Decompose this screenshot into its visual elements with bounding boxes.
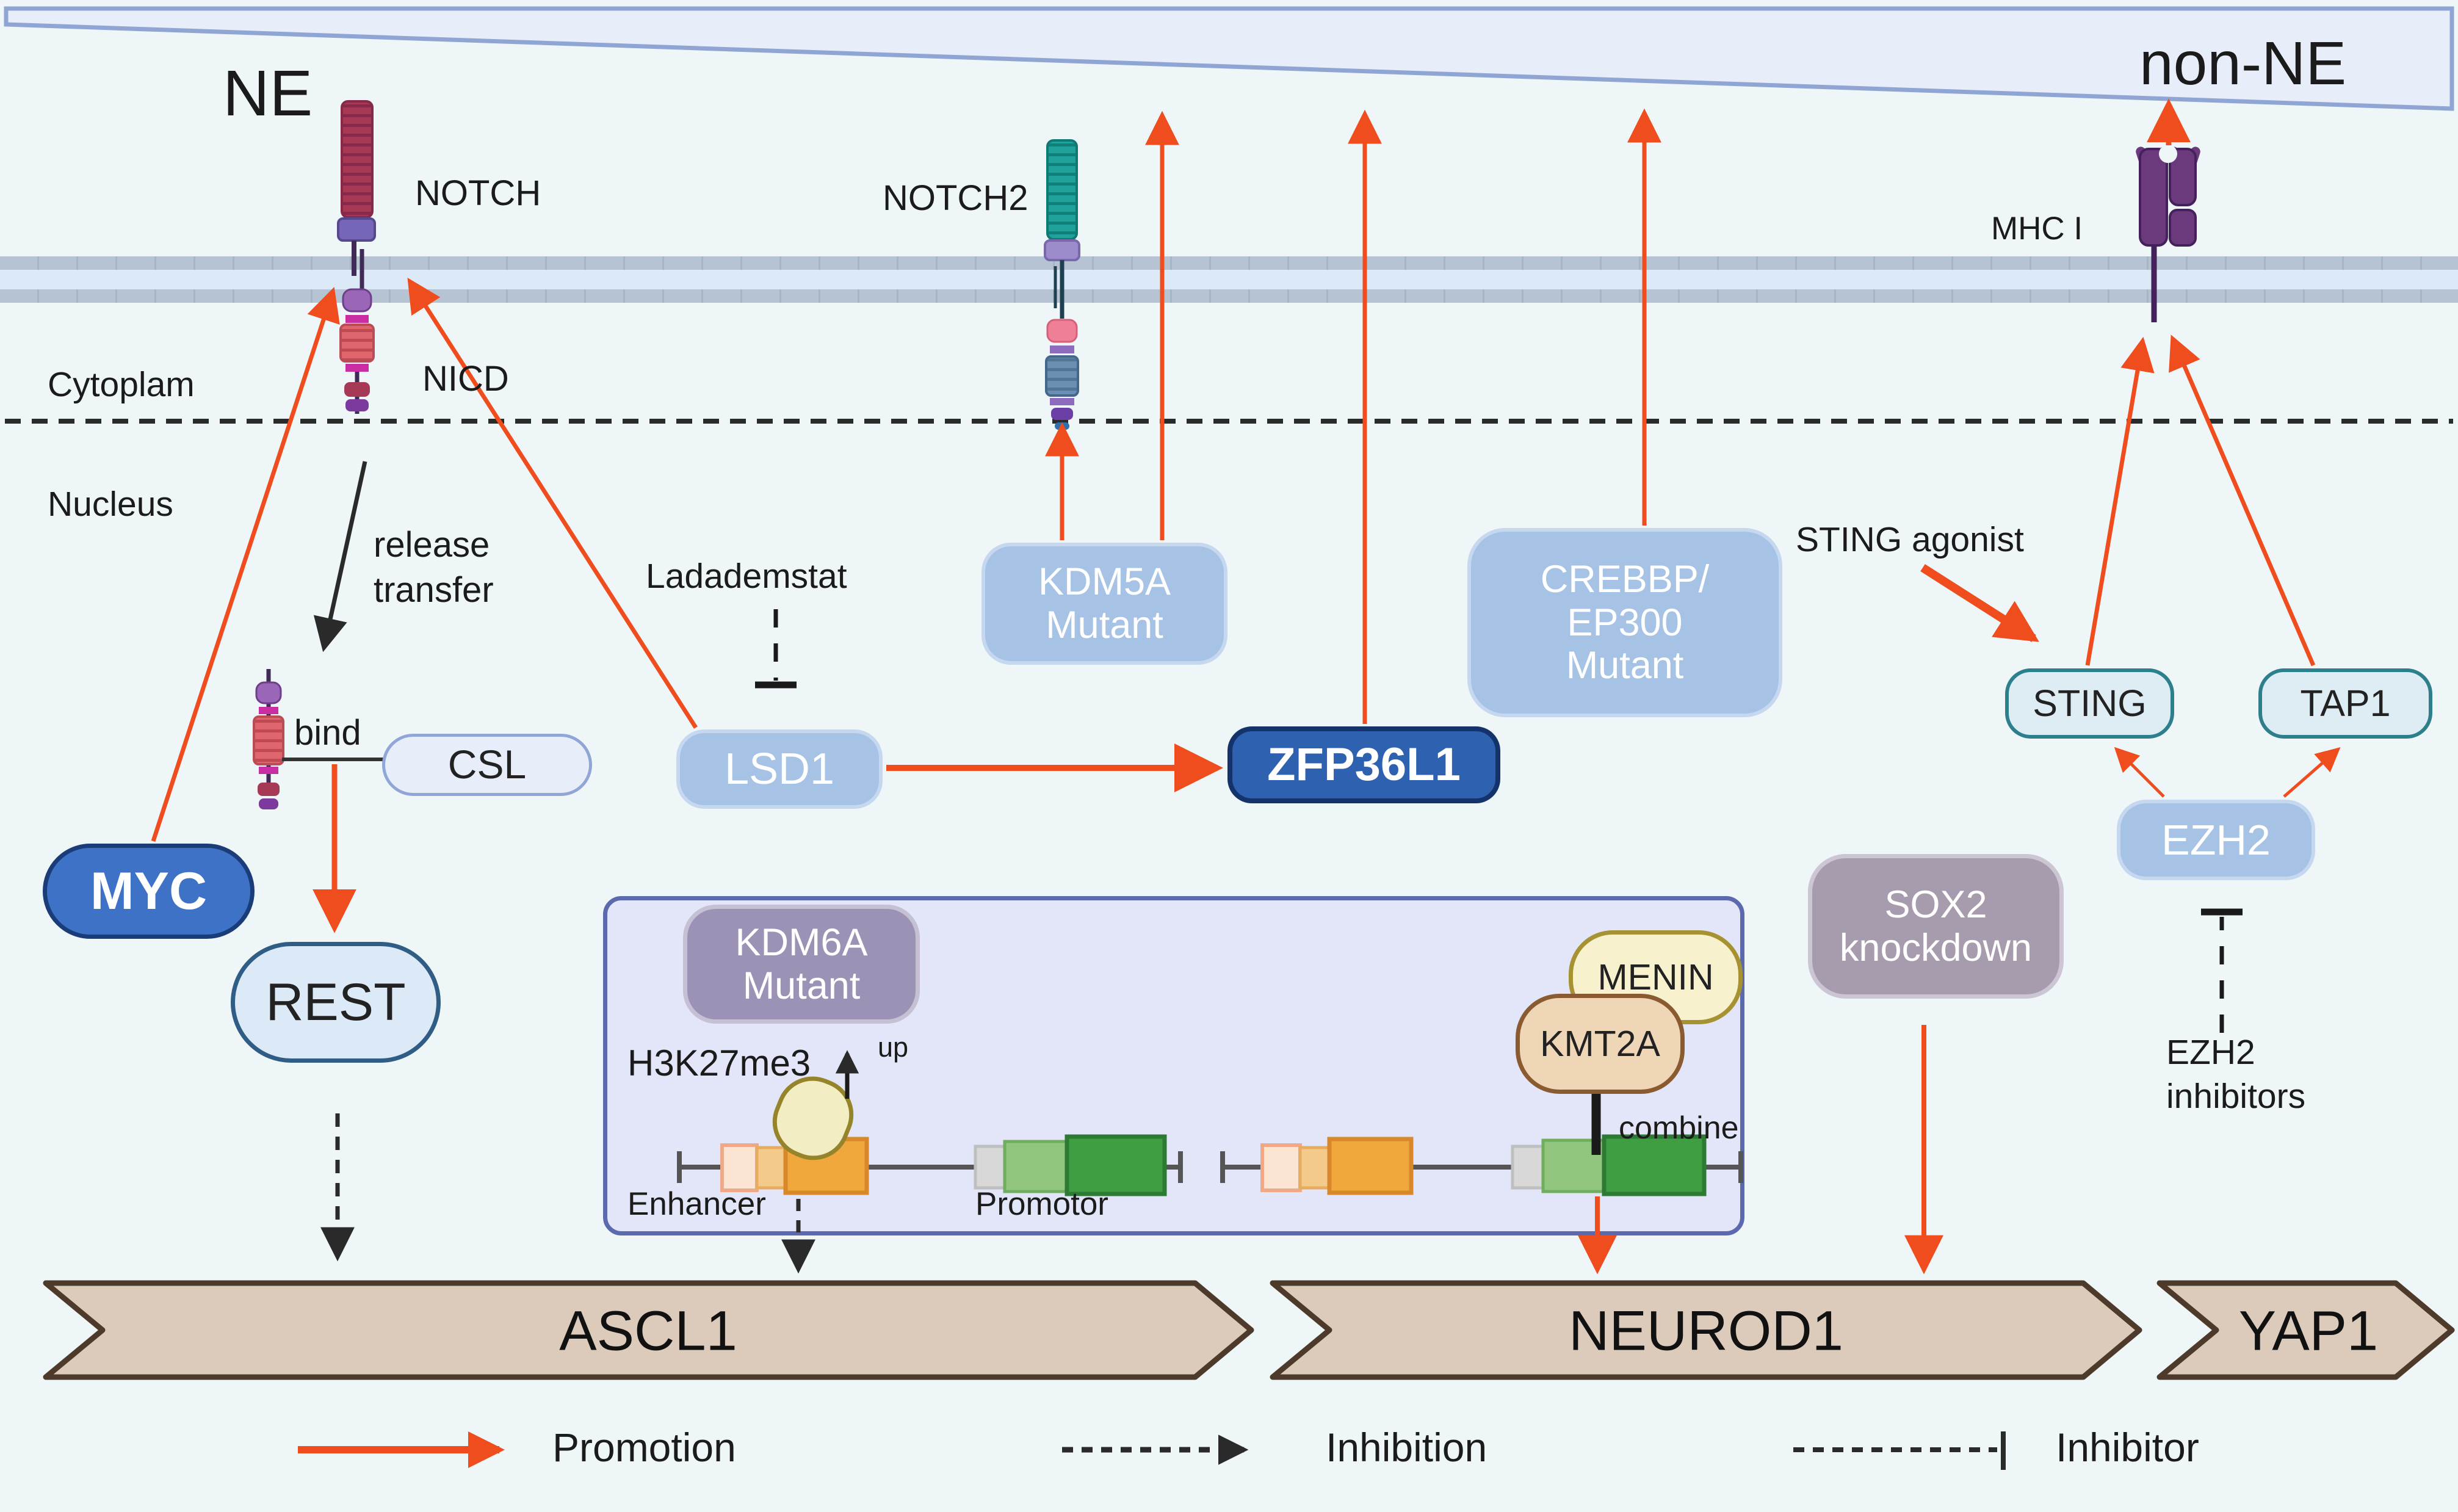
legend-inhibition-label: Inhibition [1326, 1425, 1487, 1470]
arrow-ezh2-to-tap1 [2283, 747, 2341, 798]
gene-construct-neurod1 [1220, 1090, 1743, 1196]
csl-node: CSL [382, 734, 592, 796]
neurod1-gene-arrow [1270, 1280, 2142, 1380]
gene-construct-ascl1 [677, 1076, 1183, 1196]
ladademstat-inhibitor-tbar [755, 609, 797, 689]
sting-agonist-label: STING agonist [1796, 520, 2024, 559]
ascl1-gene-label: ASCL1 [559, 1300, 737, 1362]
enhancer-label: Enhancer [627, 1186, 766, 1222]
yap1-gene-label: YAP1 [2238, 1300, 2379, 1362]
mhc1-receptor-icon [2136, 145, 2200, 322]
region-label-cytoplasm: Cytoplam [48, 365, 195, 404]
lsd1-node: LSD1 [676, 729, 883, 809]
arrow-agonist-to-sting [1920, 564, 2039, 642]
nicd-label: NICD [422, 359, 509, 399]
arrow-release-transfer [313, 461, 367, 653]
arrow-myc-to-notch [151, 287, 340, 842]
ladademstat-label: Ladademstat [646, 557, 847, 596]
legend-promotion-label: Promotion [552, 1425, 736, 1470]
tap1-node: TAP1 [2258, 668, 2432, 739]
inhibition-arrows [313, 461, 2243, 1274]
notch2-label: NOTCH2 [883, 178, 1028, 218]
legend-glyphs [298, 1431, 2006, 1470]
kmt2a-node: KMT2A [1516, 994, 1685, 1094]
bind-label: bind [294, 713, 361, 753]
myc-node: MYC [43, 844, 255, 939]
gene-arrows [43, 1280, 2455, 1380]
ezh2-inhibitors-label-line2: inhibitors [2166, 1077, 2306, 1116]
region-label-non-ne: non-NE [2139, 29, 2347, 98]
arrow-lsd1-to-notch [407, 277, 698, 729]
ezh2-node: EZH2 [2117, 800, 2315, 880]
legend-inhibitor-label: Inhibitor [2056, 1425, 2199, 1470]
transfer-label: transfer [374, 570, 494, 610]
yap1-gene-arrow [2156, 1280, 2455, 1380]
arrow-tap1-to-mhc1 [2169, 335, 2316, 667]
ne-gradient-wedge [4, 6, 2454, 111]
region-label-ne: NE [223, 57, 313, 129]
zfp36l1-node: ZFP36L1 [1227, 726, 1500, 803]
mhc1-label: MHC I [1991, 211, 2083, 247]
nicd-fragment-icon [253, 669, 284, 809]
h3k27me3-label: H3K27me3 [627, 1043, 811, 1083]
notch2-receptor-icon [1044, 139, 1080, 430]
ezh2-inhibitor-tbar [2201, 908, 2243, 1033]
rest-node: REST [231, 942, 441, 1063]
arrow-ezh2-to-sting [2114, 747, 2165, 798]
sting-node: STING [2005, 668, 2174, 739]
region-label-nucleus: Nucleus [48, 485, 173, 524]
histone-blob-icon [772, 1076, 854, 1160]
up-label: up [878, 1032, 909, 1063]
combine-label: combine [1619, 1110, 1739, 1146]
ezh2-inhibitors-label-line1: EZH2 [2166, 1033, 2255, 1072]
notch-label: NOTCH [415, 173, 541, 213]
notch-receptor-icon [337, 100, 376, 414]
neurod1-gene-label: NEUROD1 [1569, 1300, 1843, 1362]
arrow-sting-to-mhc1 [2085, 336, 2155, 666]
legend-inhibitor-tbar [1793, 1431, 2006, 1470]
promotor-label: Promotor [975, 1186, 1108, 1222]
ascl1-gene-arrow [43, 1280, 1254, 1380]
promotion-arrows [151, 98, 2341, 1275]
release-label: release [374, 525, 490, 565]
